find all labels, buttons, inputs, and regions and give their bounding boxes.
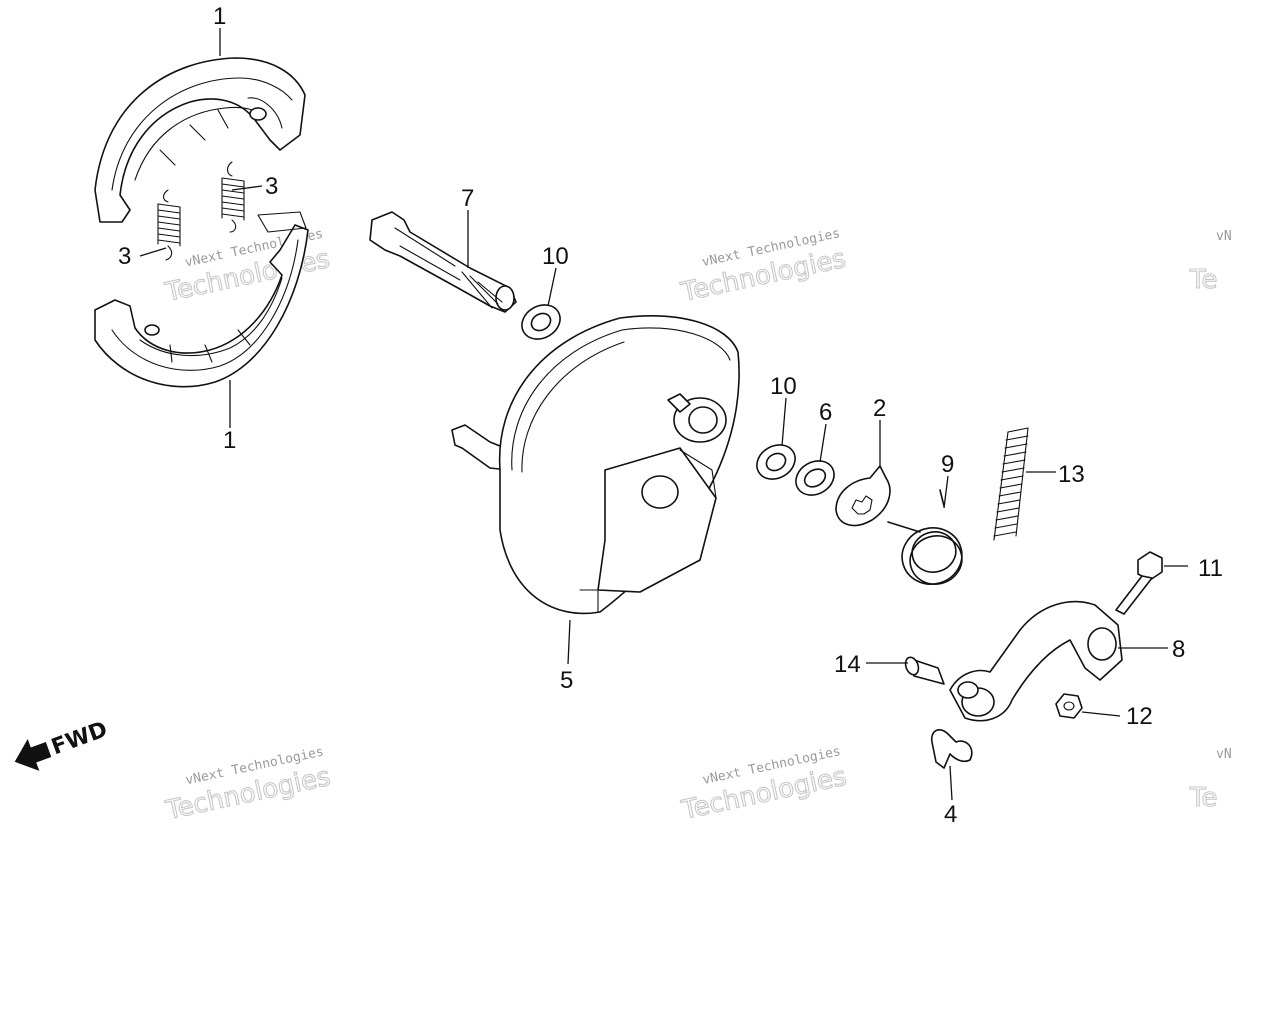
nut <box>1055 693 1083 719</box>
bolt <box>1115 551 1163 615</box>
return-spring <box>887 489 963 585</box>
callout-11: 11 <box>1198 555 1223 582</box>
oil-seal-top <box>521 304 561 340</box>
watermark-edge-bottom-small: vN <box>1216 747 1232 762</box>
watermark-edge-top-big: Te <box>1189 265 1217 295</box>
callout-3-right: 3 <box>265 173 278 200</box>
callout-10-mid: 10 <box>770 373 797 400</box>
brake-arm <box>949 600 1123 722</box>
callout-13: 13 <box>1058 461 1085 488</box>
brake-shoe-lower <box>94 211 309 388</box>
callout-1-lower: 1 <box>223 427 236 454</box>
brake-shoe-upper <box>94 57 306 223</box>
callout-6: 6 <box>819 399 832 426</box>
callout-2: 2 <box>873 395 886 422</box>
forward-arrow-icon <box>14 738 52 771</box>
washer <box>795 460 835 496</box>
forward-arrow: FWD <box>14 717 111 771</box>
callout-labels: 1 1 3 3 7 10 10 6 2 9 13 11 8 14 12 4 5 <box>118 3 1223 828</box>
spring-13 <box>993 427 1029 541</box>
callout-9: 9 <box>941 451 954 478</box>
watermark-edge-top-small: vN <box>1216 229 1232 244</box>
callout-1-upper: 1 <box>213 3 226 30</box>
callout-12: 12 <box>1126 703 1153 730</box>
callout-7: 7 <box>461 185 474 212</box>
leader-lines <box>139 28 1188 801</box>
oil-seal-mid <box>756 444 796 480</box>
watermark-bottom-center: Technologies vNext Technologies <box>678 744 850 826</box>
watermark-edge-bottom-big: Te <box>1189 783 1217 813</box>
watermark-top-center: Technologies vNext Technologies <box>677 226 849 308</box>
shoe-spring-right <box>221 161 245 233</box>
shoe-spring-left <box>157 189 181 261</box>
wing-nut <box>930 729 973 769</box>
indicator-plate <box>835 465 891 527</box>
fwd-label: FWD <box>48 717 111 760</box>
watermark-bottom-left: Technologies vNext Technologies <box>162 745 334 827</box>
brake-cam <box>369 211 517 313</box>
callout-4: 4 <box>944 801 957 828</box>
callout-8: 8 <box>1172 636 1185 663</box>
callout-14: 14 <box>834 651 861 678</box>
callout-3-left: 3 <box>118 243 131 270</box>
callout-10-top: 10 <box>542 243 569 270</box>
brake-panel <box>451 315 740 615</box>
callout-5: 5 <box>560 667 573 694</box>
joint-pin <box>904 656 945 685</box>
